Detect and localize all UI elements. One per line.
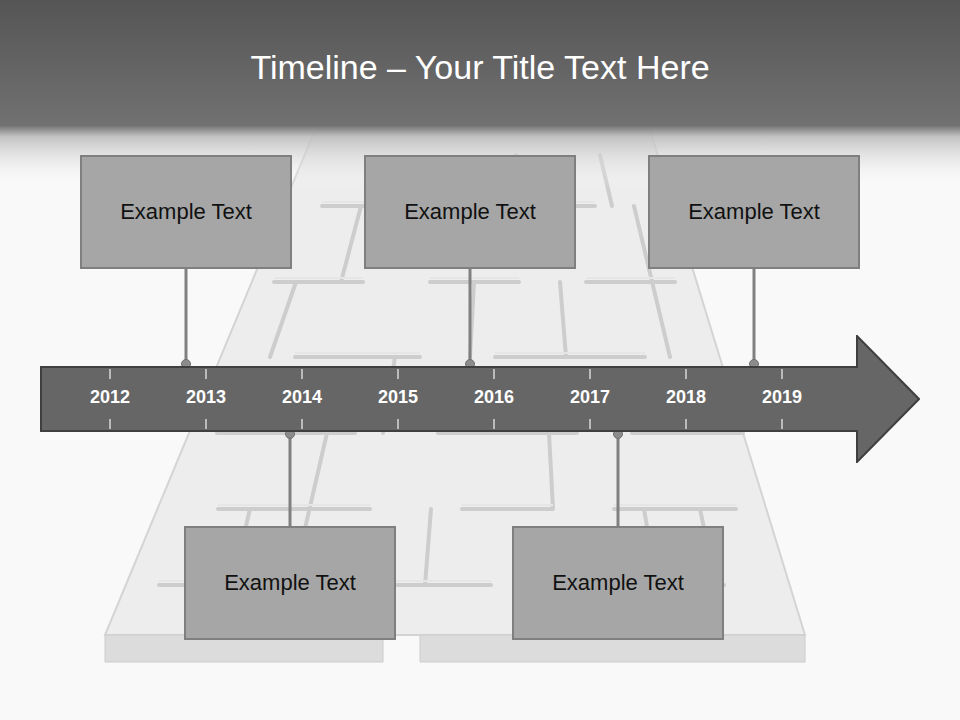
year-tick — [589, 419, 591, 429]
stem-line — [469, 269, 472, 367]
year-tick — [301, 369, 303, 379]
year-tick — [493, 419, 495, 429]
event-box: Example Text — [512, 526, 724, 640]
year-tick — [397, 369, 399, 379]
stem-line — [289, 431, 292, 526]
year-tick — [205, 369, 207, 379]
year-tick — [685, 369, 687, 379]
connector-group — [466, 269, 475, 369]
year-tick — [589, 369, 591, 379]
year-tick — [205, 419, 207, 429]
connector-group — [182, 269, 191, 369]
box-text: Example Text — [224, 569, 356, 597]
event-box: Example Text — [364, 155, 576, 269]
timeline-arrow: 2012 2013 2014 2015 2016 2017 2018 2019 — [40, 335, 920, 463]
year-tick — [301, 419, 303, 429]
arrow-body — [41, 336, 919, 462]
stem-line — [753, 269, 756, 367]
year-label: 2016 — [474, 385, 514, 409]
connector-group — [750, 269, 759, 369]
event-box: Example Text — [184, 526, 396, 640]
stem-line — [185, 269, 188, 367]
event-box: Example Text — [648, 155, 860, 269]
year-tick — [109, 369, 111, 379]
box-text: Example Text — [120, 198, 252, 226]
stem-line — [617, 431, 620, 526]
year-label: 2017 — [570, 385, 610, 409]
year-tick — [109, 419, 111, 429]
year-tick — [685, 419, 687, 429]
year-label: 2013 — [186, 385, 226, 409]
connector-group — [614, 430, 623, 527]
box-text: Example Text — [688, 198, 820, 226]
connector-group — [286, 430, 295, 527]
box-text: Example Text — [552, 569, 684, 597]
slide-title: Timeline – Your Title Text Here — [0, 44, 960, 90]
year-tick — [781, 419, 783, 429]
event-box: Example Text — [80, 155, 292, 269]
year-label: 2019 — [762, 385, 802, 409]
year-label: 2012 — [90, 385, 130, 409]
year-tick — [397, 419, 399, 429]
year-tick — [493, 369, 495, 379]
year-label: 2015 — [378, 385, 418, 409]
year-label: 2018 — [666, 385, 706, 409]
box-text: Example Text — [404, 198, 536, 226]
year-tick — [781, 369, 783, 379]
year-label: 2014 — [282, 385, 322, 409]
